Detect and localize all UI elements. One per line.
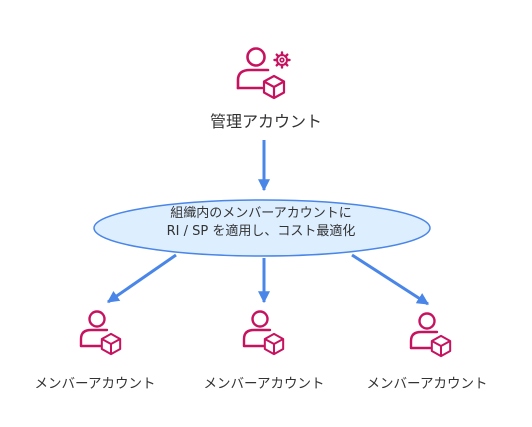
member-user-box-icon — [409, 312, 452, 358]
center-description-line-1: 組織内のメンバーアカウントに — [170, 206, 352, 221]
arrow-center-to-member-3 — [351, 253, 430, 306]
member-account-label: メンバーアカウント — [34, 376, 156, 392]
member-user-box-icon — [79, 310, 122, 356]
center-description-line-2: RI / SP を適用し、コスト最適化 — [166, 224, 356, 239]
member-account-label: メンバーアカウント — [366, 376, 488, 392]
member-user-box-icon — [242, 310, 285, 356]
member-account-label: メンバーアカウント — [203, 376, 325, 392]
admin-user-gear-box-icon — [236, 47, 291, 100]
management-account-label: 管理アカウント — [209, 112, 322, 131]
center-ellipse — [93, 199, 431, 257]
center-description: 組織内のメンバーアカウントに RI / SP を適用し、コスト最適化 — [96, 205, 426, 241]
arrow-center-to-member-1 — [107, 253, 177, 304]
